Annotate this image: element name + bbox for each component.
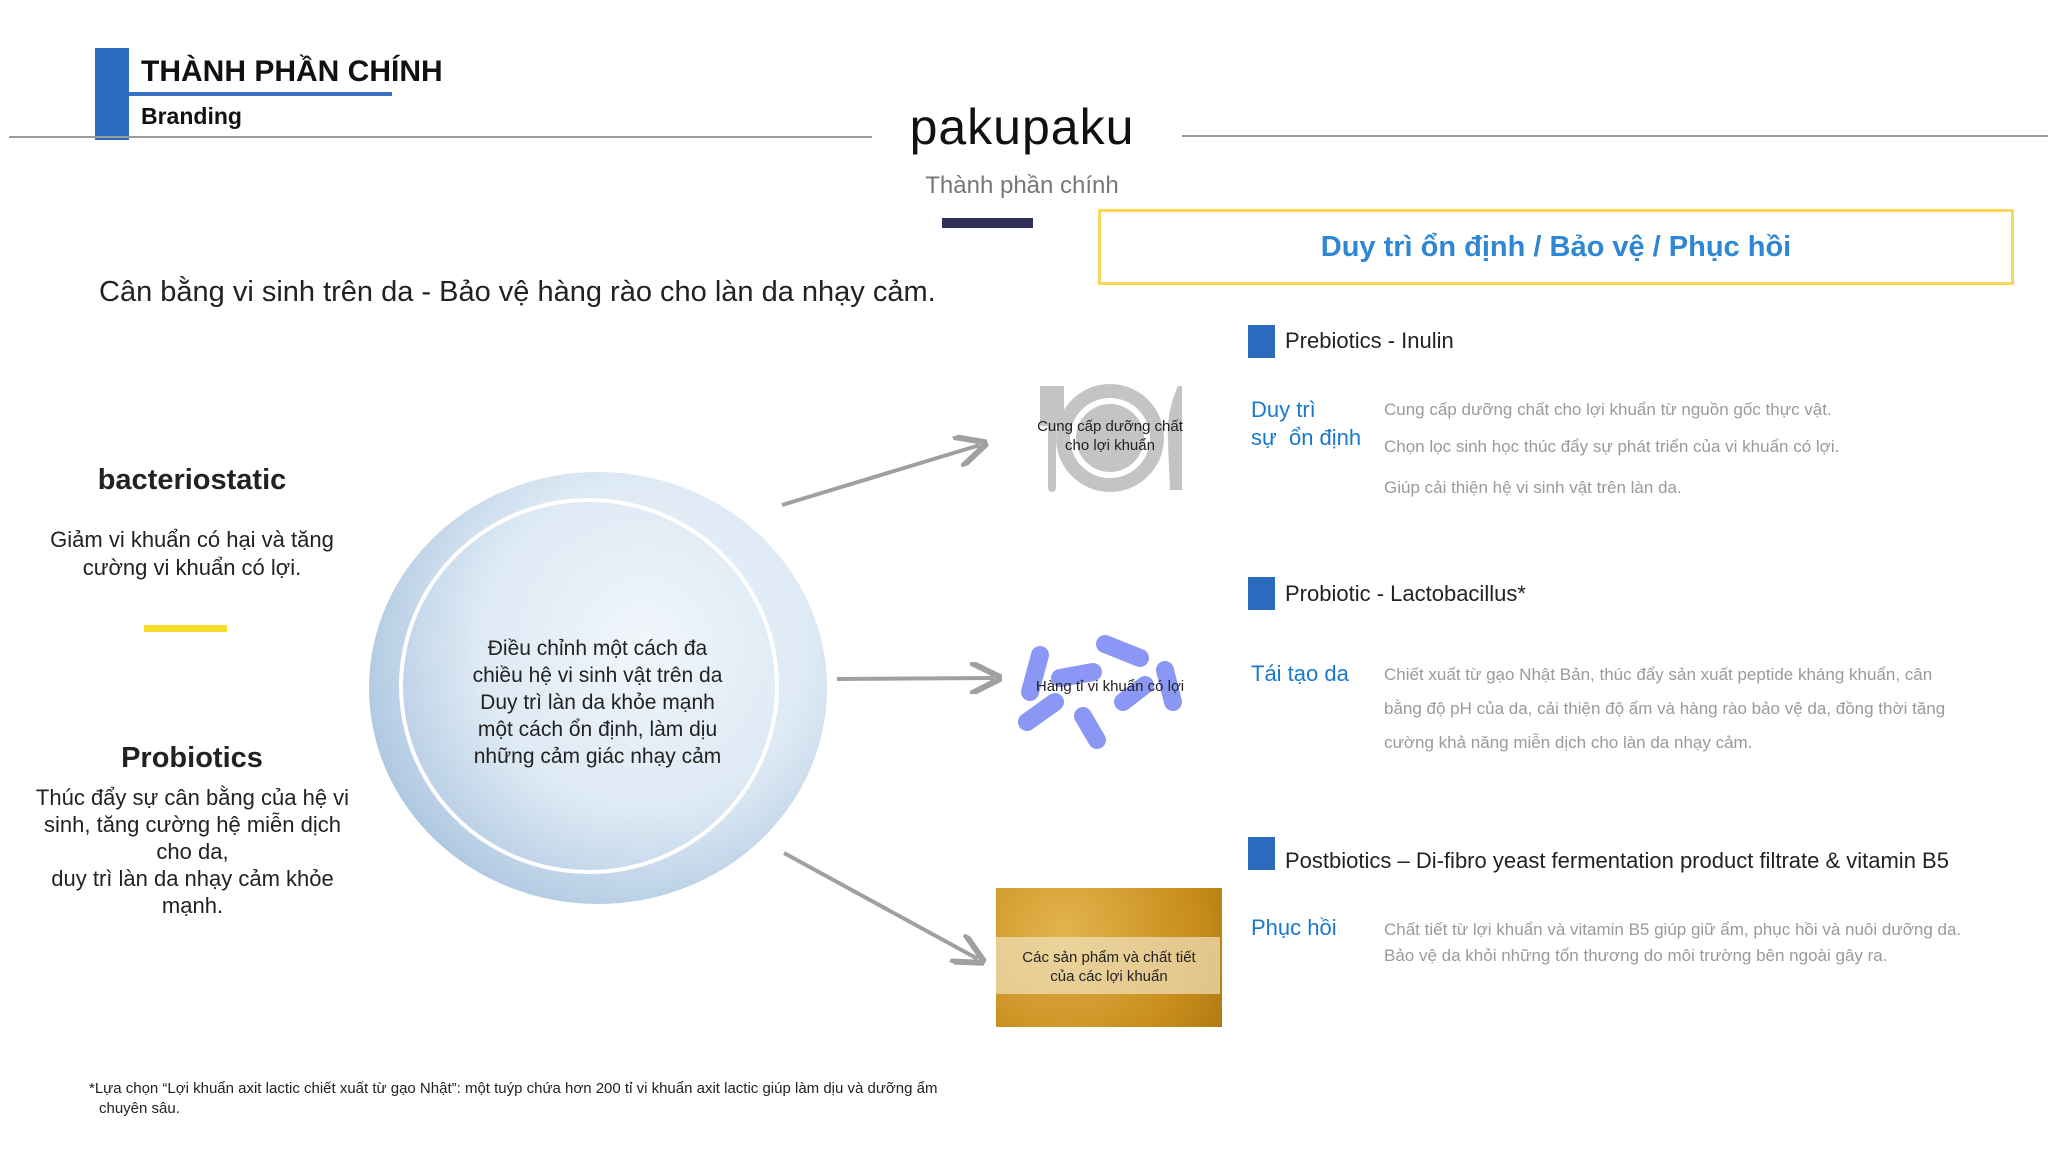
header-accent-bar (95, 48, 129, 140)
footnote: *Lựa chọn “Lợi khuẩn axit lactic chiết x… (89, 1079, 937, 1119)
section-marker (942, 218, 1033, 228)
arrow-to-prebiotics (781, 445, 980, 507)
probiotic-heading: Probiotic - Lactobacillus* (1285, 581, 1526, 606)
prebiotics-desc: Giúp cải thiện hệ vi sinh vật trên làn d… (1384, 478, 1682, 497)
postbiotics-desc: Bảo vệ da khỏi những tổn thương do môi t… (1384, 946, 1888, 965)
banner-text: Duy trì ổn định / Bảo vệ / Phục hồi (1320, 231, 1792, 263)
probiotic-desc: bằng độ pH của da, cải thiện độ ẩm và hà… (1384, 699, 1946, 718)
arrow-to-probiotic (836, 678, 994, 679)
probiotics-title: Probiotics (121, 742, 263, 774)
probiotics-text: Thúc đẩy sự cân bằng của hệ vi sinh, tăn… (30, 784, 355, 919)
arrow-to-postbiotics (783, 851, 978, 959)
fermentation-caption-line: Các sản phẩm và chất tiết (1022, 949, 1196, 966)
fermentation-caption-band (996, 937, 1220, 994)
footnote-line: chuyên sâu. (99, 1100, 180, 1117)
center-line: những cảm giác nhạy cảm (473, 745, 722, 768)
section-label: Thành phần chính (925, 172, 1119, 199)
probiotic-tag: Tái tạo da (1251, 661, 1349, 686)
postbiotics-heading: Postbiotics – Di-fibro yeast fermentatio… (1285, 848, 1949, 873)
probiotics-line: Thúc đẩy sự cân bằng của hệ vi sinh, tăn… (35, 785, 350, 864)
center-text: Điều chỉnh một cách đa chiều hệ vi sinh … (430, 635, 765, 770)
probiotic-marker (1248, 577, 1275, 610)
circle-ring (399, 498, 779, 874)
fermentation-caption-line: của các lợi khuẩn (1050, 968, 1168, 985)
plate-caption-line: cho lợi khuẩn (1065, 437, 1155, 454)
postbiotics-desc: Chất tiết từ lợi khuẩn và vitamin B5 giú… (1384, 920, 1962, 939)
probiotic-desc: Chiết xuất từ gạo Nhật Bản, thúc đẩy sản… (1384, 665, 1933, 684)
divider-right (1182, 135, 2048, 137)
prebiotics-tag: Duy trì sự ổn định (1251, 396, 1361, 452)
prebiotics-marker (1248, 325, 1275, 358)
plate-icon (1040, 384, 1182, 492)
plate-caption-line: Cung cấp dưỡng chất (1037, 418, 1183, 435)
probiotics-line: duy trì làn da nhạy cảm khỏe mạnh. (51, 866, 334, 918)
center-line: Điều chỉnh một cách đa (487, 637, 708, 660)
bacteria-caption: Hàng tỉ vi khuẩn có lợi (1035, 678, 1185, 695)
divider-left (9, 136, 872, 138)
center-line: một cách ổn định, làm dịu (477, 718, 718, 741)
postbiotics-tag: Phục hồi (1251, 915, 1337, 940)
center-line: Duy trì làn da khỏe mạnh (480, 691, 715, 714)
fermentation-caption: Các sản phẩm và chất tiết của các lợi kh… (996, 948, 1222, 986)
plate-caption: Cung cấp dưỡng chất cho lợi khuẩn (1020, 417, 1200, 455)
prebiotics-heading: Prebiotics - Inulin (1285, 328, 1454, 353)
center-line: chiều hệ vi sinh vật trên da (472, 664, 723, 687)
postbiotics-marker (1248, 837, 1275, 870)
bacteria-icon (1018, 635, 1182, 749)
header-subtitle: Branding (141, 103, 242, 129)
tagline: Cân bằng vi sinh trên da - Bảo vệ hàng r… (99, 276, 936, 308)
header-underline (129, 92, 392, 96)
prebiotics-desc: Chọn lọc sinh học thúc đẩy sự phát triển… (1384, 437, 1840, 456)
probiotic-desc: cường khả năng miễn dịch cho làn da nhạy… (1384, 733, 1753, 752)
prebiotics-tag-line: Duy trì (1251, 397, 1316, 422)
bacteriostatic-title: bacteriostatic (97, 464, 287, 496)
footnote-line: *Lựa chọn “Lợi khuẩn axit lactic chiết x… (89, 1080, 938, 1097)
header-title: THÀNH PHẦN CHÍNH (141, 55, 443, 88)
brand-logo: pakupaku (909, 99, 1135, 155)
banner-box: Duy trì ổn định / Bảo vệ / Phục hồi (1098, 209, 2014, 285)
prebiotics-tag-line: sự ổn định (1251, 425, 1362, 450)
bacteriostatic-text: Giảm vi khuẩn có hại và tăng cường vi kh… (50, 527, 334, 580)
yellow-divider (144, 625, 227, 632)
prebiotics-desc: Cung cấp dưỡng chất cho lợi khuẩn từ ngu… (1384, 400, 1832, 419)
